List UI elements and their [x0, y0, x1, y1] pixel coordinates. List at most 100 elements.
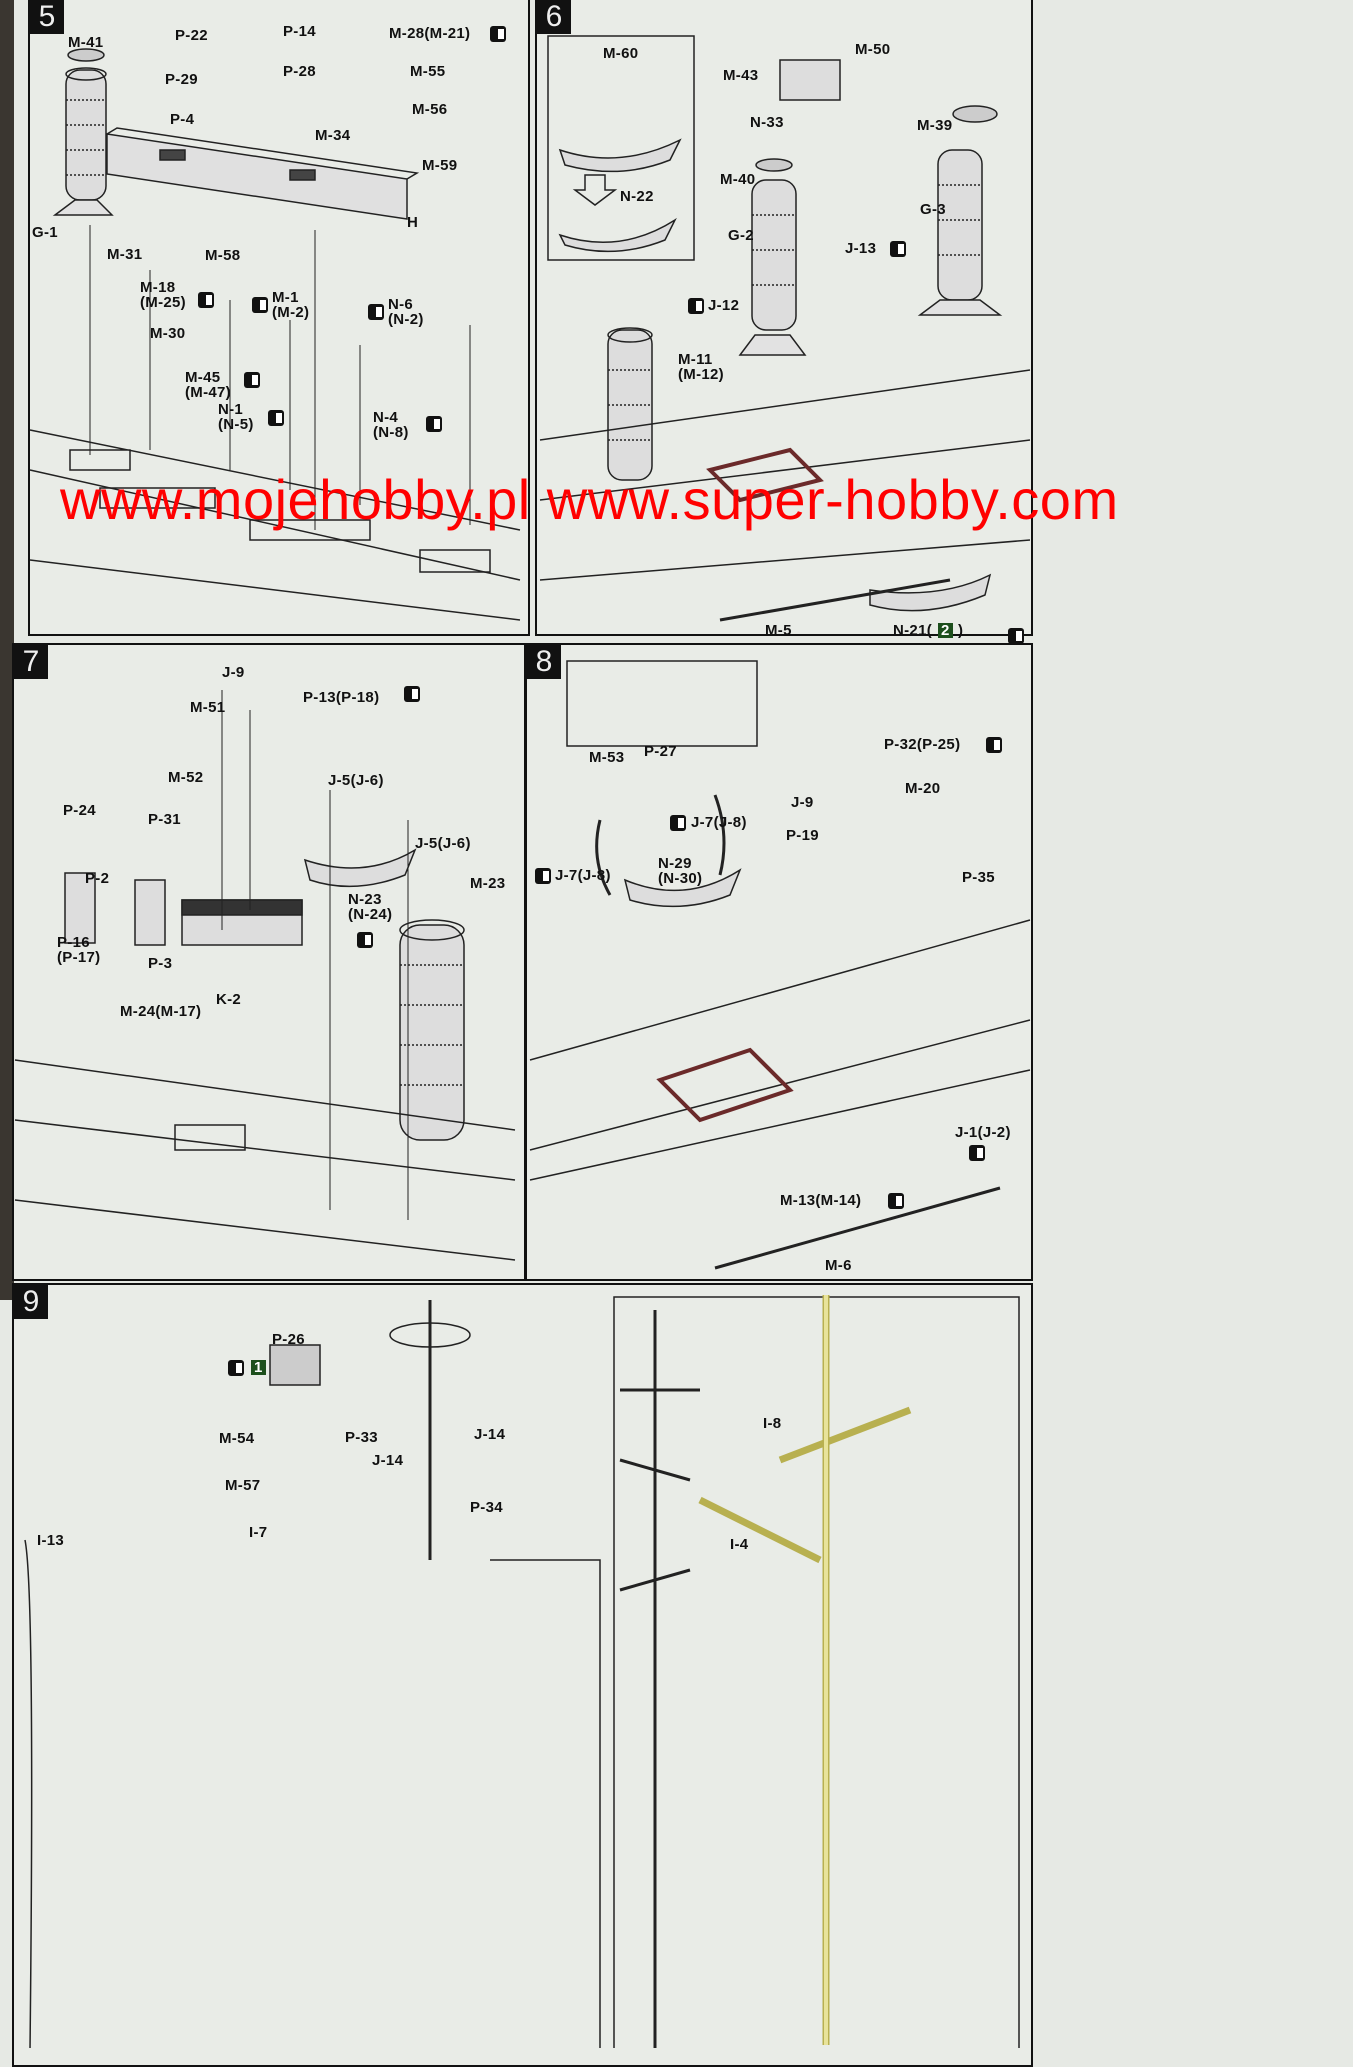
cement-icon — [986, 737, 1002, 753]
deck-lines — [14, 1059, 516, 1261]
part-label: (M-2) — [272, 304, 310, 321]
cement-icon — [404, 686, 420, 702]
part-label: (P-17) — [57, 949, 101, 966]
part-label: M-40 — [720, 171, 756, 188]
step-number: 8 — [527, 645, 561, 679]
part-label: P-27 — [644, 743, 677, 760]
cement-icon — [969, 1145, 985, 1161]
part-label: P-31 — [148, 811, 181, 828]
part-label: M-52 — [168, 769, 204, 786]
part-label: M-6 — [825, 1257, 852, 1274]
deck-lines — [29, 429, 521, 621]
part-label: N-33 — [750, 114, 784, 131]
step-number: 7 — [14, 645, 48, 679]
boat-n29 — [623, 868, 742, 908]
part-label: J-14 — [474, 1426, 506, 1443]
cement-icon — [888, 1193, 904, 1209]
boat-n21 — [869, 573, 992, 612]
step-8-panel: 8 — [525, 643, 1033, 1281]
part-label: M-31 — [107, 246, 143, 263]
part-label: P-29 — [165, 71, 198, 88]
part-label: J-5(J-6) — [415, 835, 471, 852]
funnel-g2 — [738, 158, 807, 356]
part-label: N-6 — [388, 296, 414, 313]
superstructure-h — [106, 127, 420, 220]
part-label: G-2 — [728, 227, 754, 244]
part-label: P-16 — [57, 934, 90, 951]
part-label: J-12 — [708, 297, 740, 314]
cement-icon — [688, 298, 704, 314]
part-label: (N-8) — [373, 424, 409, 441]
deck-hatch — [99, 487, 216, 509]
part-label: P-33 — [345, 1429, 378, 1446]
part-label: J-13 — [845, 240, 877, 257]
cement-icon — [535, 868, 551, 884]
part-label: M-53 — [589, 749, 625, 766]
part-m5 — [719, 578, 951, 622]
photoetch-frame — [706, 447, 824, 503]
part-label: (N-30) — [658, 870, 703, 887]
part-label: M-5 — [765, 622, 792, 639]
part-label: M-41 — [68, 34, 104, 51]
part-label: P-3 — [148, 955, 173, 972]
cement-icon — [357, 932, 373, 948]
part-label: M-58 — [205, 247, 241, 264]
part-label: (M-25) — [140, 294, 186, 311]
cement-icon — [890, 241, 906, 257]
part-label: N-22 — [620, 188, 654, 205]
deck-lines — [539, 369, 1031, 581]
part-label: M-1 — [272, 289, 299, 306]
part-label: M-59 — [422, 157, 458, 174]
part-label: P-28 — [283, 63, 316, 80]
cement-icon — [670, 815, 686, 831]
cement-icon — [244, 372, 260, 388]
part-label: M-43 — [723, 67, 759, 84]
cement-icon — [1008, 628, 1024, 644]
part-label: I-8 — [763, 1415, 782, 1432]
part-label: I-7 — [249, 1524, 268, 1541]
photoetch-frame — [656, 1047, 794, 1123]
part-label: G-1 — [32, 224, 58, 241]
part-label: M-45 — [185, 369, 221, 386]
part-label: P-19 — [786, 827, 819, 844]
part-label: (N-2) — [388, 311, 424, 328]
funnel-g1 — [52, 48, 114, 216]
step-number: 6 — [537, 0, 571, 34]
part-label: M-51 — [190, 699, 226, 716]
funnel-g3 — [917, 105, 1003, 316]
part-label: M-54 — [219, 1430, 255, 1447]
watermark: www.mojehobby.pl www.super-hobby.com — [60, 468, 1119, 531]
step-9-panel: 9 — [12, 1283, 1033, 2067]
part-label: P-14 — [283, 23, 316, 40]
cement-icon — [252, 297, 268, 313]
part-label: M-50 — [855, 41, 891, 58]
part-label: N-23 — [348, 891, 382, 908]
part-label: J-14 — [372, 1452, 404, 1469]
part-label: P-35 — [962, 869, 995, 886]
part-label: P-32(P-25) — [884, 736, 961, 753]
boat-number-badge: 1 — [251, 1360, 266, 1375]
part-label: M-57 — [225, 1477, 261, 1494]
part-label: M-23 — [470, 875, 506, 892]
part-label: I-4 — [730, 1536, 749, 1553]
boat-inset-box — [547, 35, 695, 261]
inset-box — [566, 660, 758, 747]
part-label: P-34 — [470, 1499, 503, 1516]
part-label: (M-47) — [185, 384, 231, 401]
part-n33 — [779, 59, 841, 101]
gun-turret — [269, 1344, 321, 1386]
part-label: J-7(J-8) — [691, 814, 747, 831]
deck-lines — [529, 919, 1031, 1181]
part-label: N-29 — [658, 855, 692, 872]
part-label: M-56 — [412, 101, 448, 118]
part-label: P-13(P-18) — [303, 689, 380, 706]
mast-inset-box — [613, 1296, 1020, 2048]
part-label: J-9 — [791, 794, 814, 811]
part-label: M-20 — [905, 780, 941, 797]
part-label: M-60 — [603, 45, 639, 62]
part-label: P-4 — [170, 111, 195, 128]
part-label: M-18 — [140, 279, 176, 296]
deck-hatch — [174, 1124, 246, 1151]
part-label: H — [407, 214, 419, 231]
